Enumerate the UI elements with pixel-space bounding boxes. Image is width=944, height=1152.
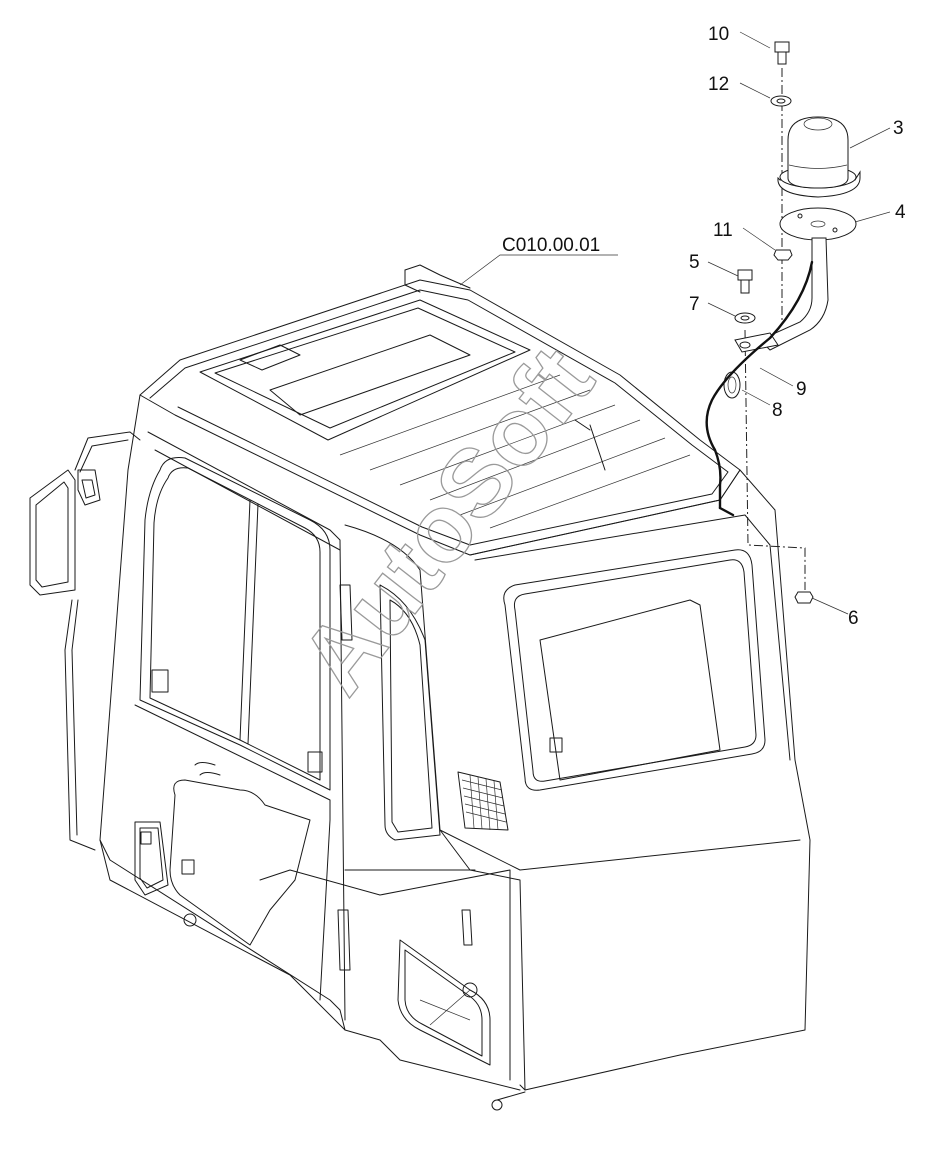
beacon-lamp-icon <box>777 116 861 198</box>
nut-6-icon <box>794 591 814 604</box>
nut-11-icon <box>773 249 793 261</box>
bolt-10-icon <box>774 41 790 53</box>
cable-icon <box>705 260 814 510</box>
mounting-plate-icon <box>779 207 857 241</box>
callout-8: 8 <box>772 400 783 421</box>
door-window <box>139 457 331 791</box>
callout-labels: 10 12 3 4 11 5 7 9 8 6 C010.00.01 <box>502 24 906 629</box>
callout-4: 4 <box>895 202 906 223</box>
cab-roof <box>139 279 741 556</box>
bolt-5-icon <box>737 269 753 281</box>
callout-11: 11 <box>713 220 733 241</box>
bracket-arm <box>759 237 829 351</box>
watermark: AutoSoft <box>280 328 614 713</box>
side-mirror <box>29 469 76 596</box>
callout-9: 9 <box>796 379 807 400</box>
cab-assembly <box>29 264 811 1111</box>
callout-3: 3 <box>893 118 904 139</box>
access-panel <box>397 939 491 1066</box>
beacon-assembly <box>705 41 861 604</box>
callout-7: 7 <box>689 294 700 315</box>
roof-hatch <box>199 299 531 441</box>
reference-code: C010.00.01 <box>502 235 600 256</box>
leader-lines <box>459 31 891 615</box>
callout-6: 6 <box>848 608 859 629</box>
callout-10: 10 <box>708 24 729 45</box>
vent-grille <box>457 771 509 831</box>
door-handle <box>134 821 169 896</box>
cab-front <box>469 469 811 1091</box>
callout-5: 5 <box>689 252 700 273</box>
callout-12: 12 <box>708 74 729 95</box>
grommet-icon <box>723 371 741 399</box>
cab-left-side <box>99 394 346 1031</box>
front-window <box>503 549 766 791</box>
